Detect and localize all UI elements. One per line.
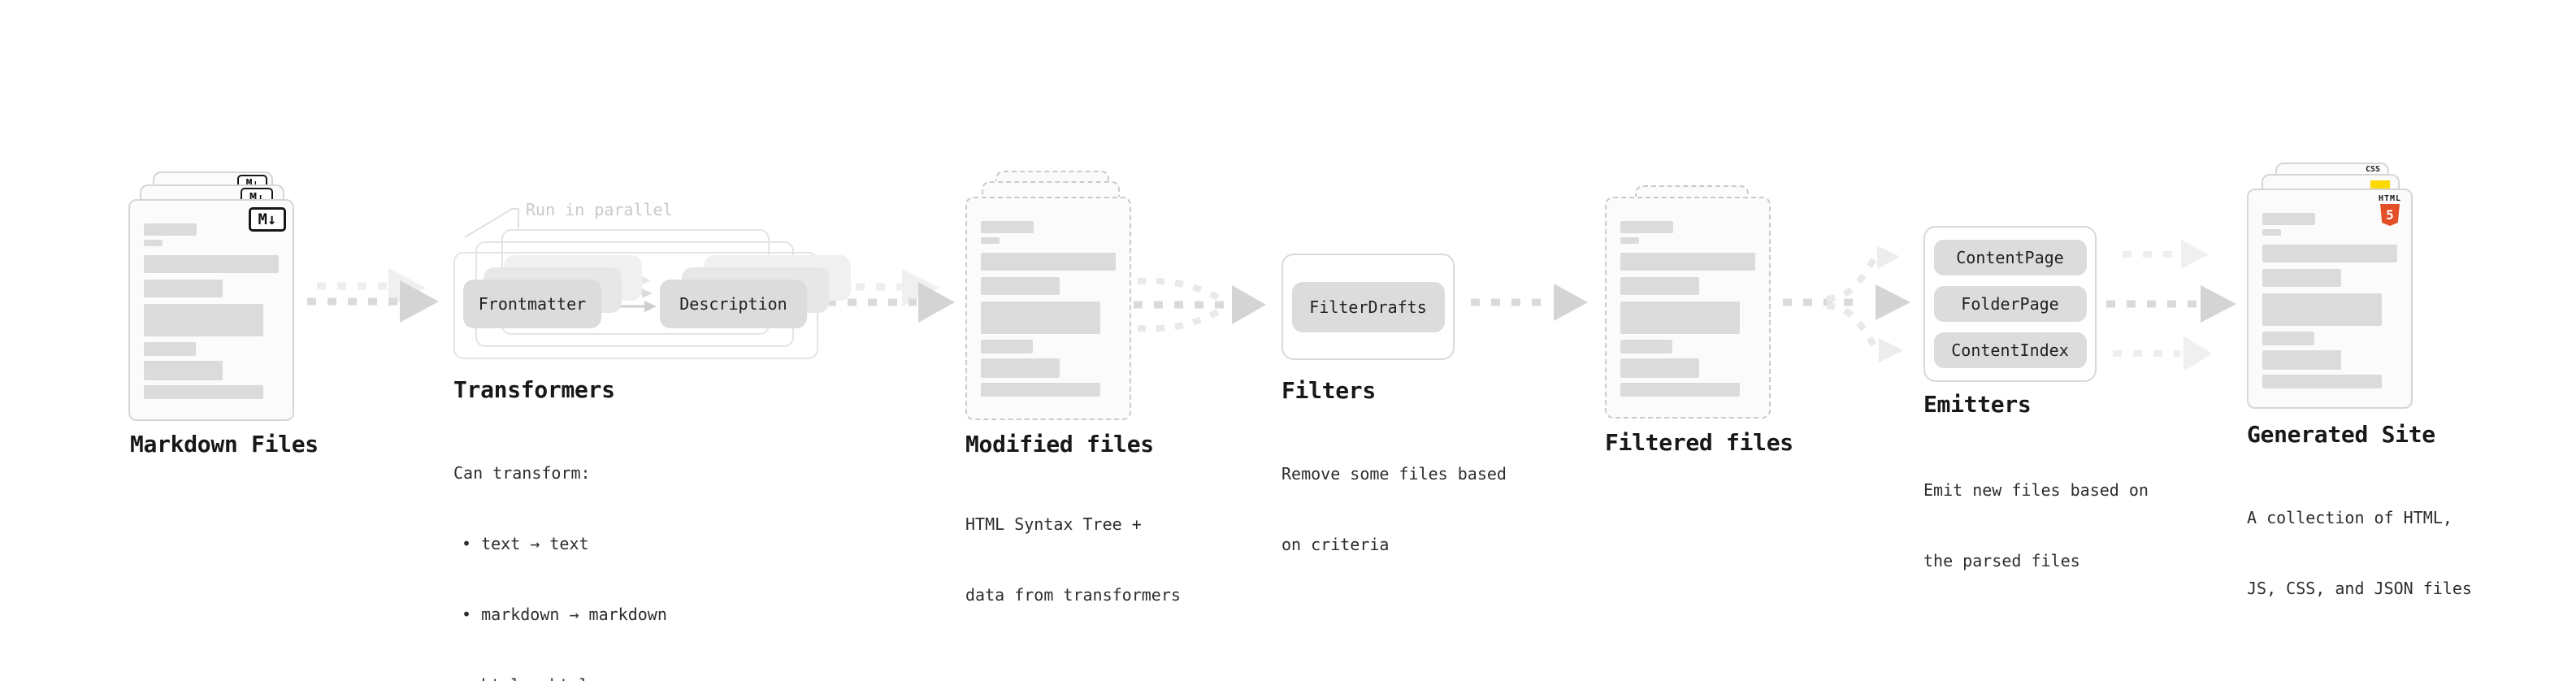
frontmatter-pill: Frontmatter [463, 280, 601, 328]
transform-bullet: • text → text [462, 534, 589, 553]
text-placeholder-bar [1620, 237, 1639, 244]
transform-bullet: • markdown → markdown [462, 605, 667, 624]
css-badge-label: CSS [2365, 165, 2380, 174]
modified-note-line: data from transformers [965, 585, 1181, 605]
generated-doc-html: HTML 5 [2247, 189, 2413, 409]
filters-note-line: on criteria [1281, 535, 1390, 554]
filters-card: FilterDrafts [1281, 254, 1455, 360]
filters-title: Filters [1281, 377, 1376, 404]
text-placeholder-bar [144, 223, 197, 236]
filtered-doc-front [1605, 197, 1771, 419]
text-placeholder-bar [2262, 350, 2341, 370]
text-placeholder-bar [144, 385, 263, 399]
text-placeholder-bar [981, 277, 1060, 295]
text-placeholder-bar [2262, 245, 2397, 262]
markdown-files-title: Markdown Files [130, 431, 319, 458]
arrow-filters-to-filtered [1471, 284, 1588, 321]
transform-bullet: • html → html [453, 674, 667, 681]
text-placeholder-bar [1620, 383, 1740, 397]
html5-logo: HTML 5 [2375, 194, 2405, 226]
markdown-icon: M↓ [249, 207, 286, 232]
text-placeholder-bar [1620, 340, 1672, 354]
generated-note-line: JS, CSS, and JSON files [2247, 579, 2472, 598]
generated-site-title: Generated Site [2247, 421, 2435, 448]
contentindex-pill: ContentIndex [1933, 332, 2087, 368]
emitters-card: ContentPage FolderPage ContentIndex [1923, 226, 2097, 382]
text-placeholder-bar [981, 221, 1034, 233]
modified-files-note: HTML Syntax Tree + data from transformer… [965, 466, 1181, 654]
text-placeholder-bar [1620, 358, 1699, 378]
text-placeholder-bar [144, 342, 196, 356]
text-placeholder-bar [1620, 277, 1699, 295]
text-placeholder-bar [981, 237, 1000, 244]
text-placeholder-bar [2262, 213, 2315, 225]
markdown-doc-front: M↓ [128, 199, 294, 421]
modified-note-line: HTML Syntax Tree + [965, 514, 1142, 534]
transformers-title: Transformers [453, 376, 615, 403]
run-in-parallel-note: Run in parallel [526, 200, 673, 219]
text-placeholder-bar [144, 280, 223, 297]
text-placeholder-bar [2262, 332, 2314, 345]
modified-doc-front [965, 197, 1131, 420]
html5-logo-label: HTML [2378, 194, 2402, 203]
filters-note-line: Remove some files based [1281, 464, 1507, 484]
text-placeholder-bar [981, 383, 1100, 397]
text-placeholder-bar [2262, 293, 2382, 326]
emitters-title: Emitters [1923, 391, 2032, 418]
filters-note: Remove some files based on criteria [1281, 415, 1507, 604]
text-placeholder-bar [2262, 375, 2382, 388]
filterdrafts-pill: FilterDrafts [1291, 281, 1445, 332]
transformers-note: Can transform: • text → text • markdown … [453, 414, 667, 681]
text-placeholder-bar [144, 361, 223, 380]
arrow-filtered-to-emitters-fan-out [1783, 245, 1910, 362]
generated-note-line: A collection of HTML, [2247, 508, 2452, 527]
text-placeholder-bar [1620, 253, 1755, 271]
description-pill: Description [660, 280, 807, 328]
text-placeholder-bar [981, 301, 1100, 334]
arrow-markdown-to-transformers [307, 268, 439, 323]
folderpage-pill: FolderPage [1933, 286, 2087, 322]
text-placeholder-bar [144, 240, 163, 246]
emitters-note: Emit new files based on the parsed files [1923, 432, 2149, 620]
text-placeholder-bar [144, 304, 263, 336]
text-placeholder-bar [144, 255, 279, 273]
text-placeholder-bar [981, 253, 1116, 271]
filtered-files-title: Filtered files [1605, 429, 1793, 456]
emitters-note-line: the parsed files [1923, 551, 2080, 570]
text-placeholder-bar [2262, 269, 2341, 287]
text-placeholder-bar [1620, 301, 1740, 334]
text-placeholder-bar [1620, 221, 1673, 233]
can-transform-heading: Can transform: [453, 463, 591, 483]
arrow-emitters-to-generated [2106, 240, 2236, 371]
text-placeholder-bar [981, 340, 1033, 354]
html5-shield-icon: 5 [2380, 204, 2400, 226]
js-badge [2370, 180, 2390, 190]
arrow-modified-to-filters-fan-in [1134, 277, 1266, 332]
generated-site-note: A collection of HTML, JS, CSS, and JSON … [2247, 459, 2472, 648]
text-placeholder-bar [2262, 229, 2281, 236]
text-placeholder-bar [981, 358, 1060, 378]
emitters-note-line: Emit new files based on [1923, 480, 2149, 500]
modified-files-title: Modified files [965, 431, 1154, 458]
contentpage-pill: ContentPage [1933, 240, 2087, 275]
